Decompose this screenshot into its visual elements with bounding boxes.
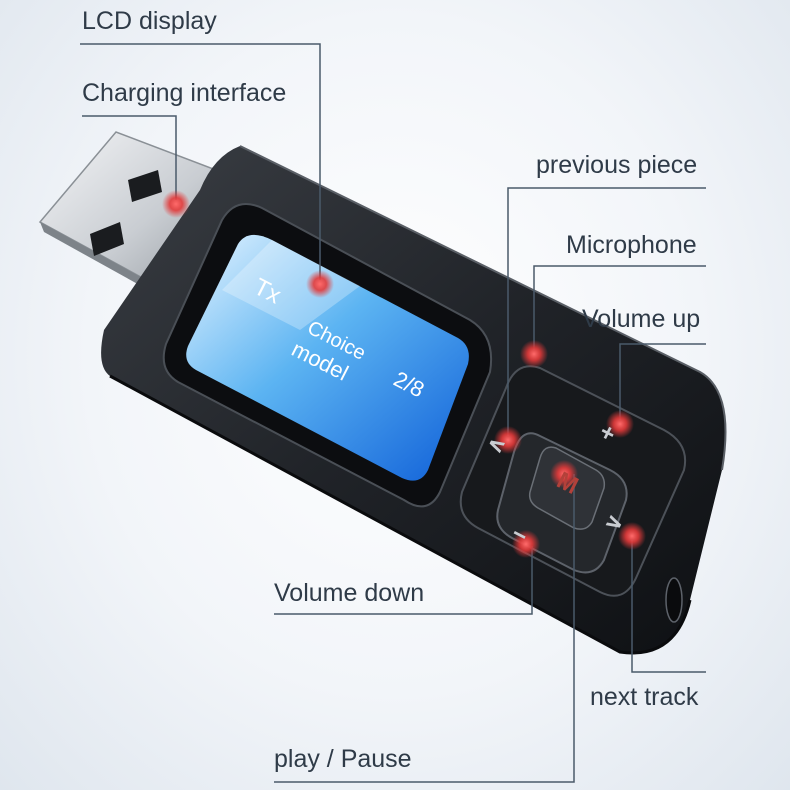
- marker-volume-up: [606, 410, 634, 438]
- marker-microphone: [520, 340, 548, 368]
- markers: [162, 190, 646, 558]
- leader-charging: [82, 115, 177, 200]
- label-play-pause: play / Pause: [274, 745, 412, 773]
- label-volume-down: Volume down: [274, 579, 425, 607]
- leader-microphone: [533, 265, 706, 350]
- marker-next: [618, 522, 646, 550]
- volume-down-button[interactable]: [502, 522, 538, 558]
- marker-charging: [162, 190, 190, 218]
- play-pause-button[interactable]: [534, 450, 594, 510]
- marker-play: [550, 460, 578, 488]
- leader-lines: [80, 43, 706, 783]
- screen-bezel: [162, 203, 492, 508]
- volume-up-button[interactable]: [592, 410, 628, 446]
- leader-previous: [507, 187, 706, 436]
- leader-volume-up: [619, 343, 706, 420]
- leader-play: [274, 474, 575, 783]
- label-charging-interface: Charging interface: [82, 79, 287, 107]
- leader-lcd: [80, 43, 321, 280]
- marker-previous: [494, 426, 522, 454]
- label-microphone: Microphone: [566, 231, 697, 259]
- previous-button[interactable]: [488, 422, 524, 458]
- marker-volume-down: [512, 530, 540, 558]
- leader-volume-down: [274, 546, 533, 615]
- label-previous-piece: previous piece: [536, 151, 698, 179]
- audio-jack: [665, 577, 683, 623]
- label-lcd-display: LCD display: [82, 7, 217, 35]
- label-volume-up: Volume up: [582, 305, 701, 333]
- marker-lcd: [306, 270, 334, 298]
- leader-next: [631, 540, 706, 673]
- label-next-track: next track: [590, 683, 699, 711]
- next-button[interactable]: [608, 510, 644, 546]
